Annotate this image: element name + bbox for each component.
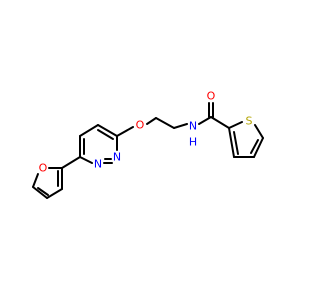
bond-pyr-c5-c4 — [79, 124, 99, 137]
bond-pyr-c4-c3-inner — [97, 129, 114, 140]
atom-labels: O N N O N H O S — [39, 90, 253, 175]
bond-th-c5-c4-inner — [250, 139, 259, 154]
atom-furan-oxygen: O — [39, 162, 48, 175]
atom-amide-hydrogen: H — [189, 136, 197, 149]
bond-th-c5-c4 — [253, 137, 264, 158]
atom-thiophene-sulfur: S — [246, 115, 253, 128]
bond-carbonyl-thiophene — [210, 116, 230, 129]
bond-pyr-n1-c6 — [79, 156, 93, 164]
atom-pyridazine-n2: N — [113, 151, 121, 164]
bond-ch2-ch2 — [155, 117, 175, 129]
atom-ether-oxygen: O — [136, 119, 145, 132]
bond-th-c3-c2-inner — [233, 131, 239, 155]
bond-furan-c5-c4 — [32, 186, 48, 199]
bond-furan-c4-c3 — [46, 188, 63, 199]
bond-furan-c5-c4-inner — [37, 187, 49, 196]
structure-canvas: O N N O N H O S — [32, 90, 264, 199]
bond-th-s-c5 — [254, 124, 264, 139]
bond-n-carbonyl-c — [198, 116, 212, 125]
bond-th-c3-c2 — [228, 127, 235, 158]
bond-pyr-c3-o — [116, 126, 134, 137]
bond-o-ch2 — [146, 117, 157, 125]
bond-ch2-n — [173, 123, 188, 129]
bond-furan-o-c5 — [32, 173, 39, 188]
atom-amide-nitrogen: N — [189, 120, 197, 133]
molecule-drawing: O N N O N H O S — [32, 90, 264, 199]
atom-carbonyl-oxygen: O — [207, 90, 216, 103]
bonds — [32, 102, 264, 199]
bond-pyr-c4-c3 — [97, 124, 118, 137]
atom-pyridazine-n1: N — [94, 158, 102, 171]
bond-furan-pyridazine — [61, 156, 81, 169]
bond-th-c2-s — [228, 121, 243, 129]
